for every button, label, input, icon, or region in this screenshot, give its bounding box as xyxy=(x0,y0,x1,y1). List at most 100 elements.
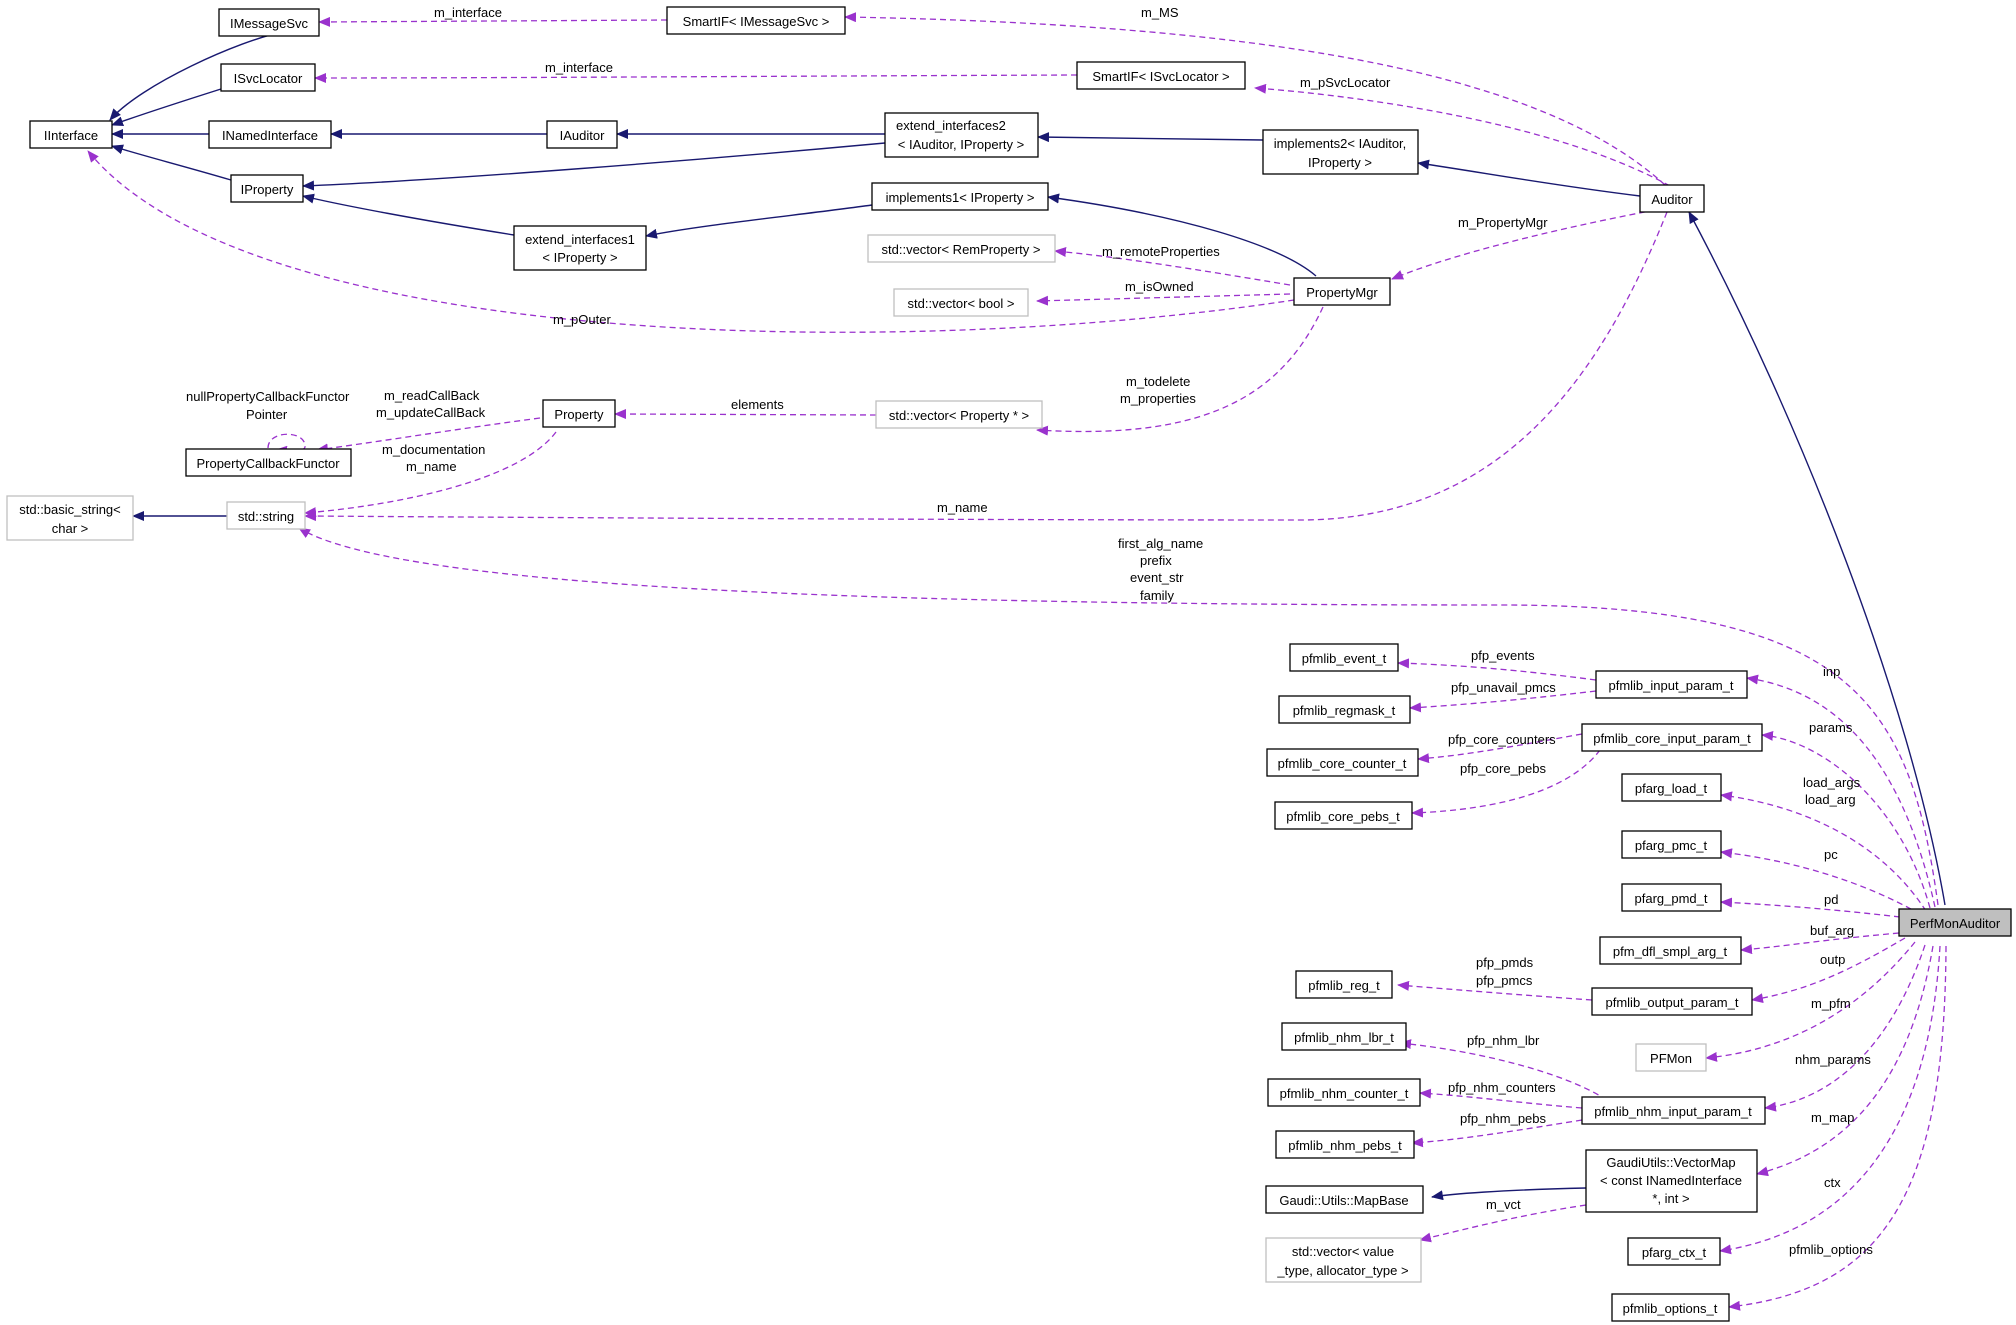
node-label-line1: std::basic_string< xyxy=(19,502,121,517)
node-extend-interfaces1[interactable]: extend_interfaces1 < IProperty > xyxy=(513,225,647,271)
node-pfmlib-output-param-t[interactable]: pfmlib_output_param_t xyxy=(1591,987,1753,1016)
node-pfmlib-core-counter-t[interactable]: pfmlib_core_counter_t xyxy=(1266,748,1419,777)
node-label: std::vector< bool > xyxy=(908,296,1015,311)
label-pfp-pmds: pfp_pmds xyxy=(1476,955,1534,970)
label-m-propertymgr: m_PropertyMgr xyxy=(1458,215,1548,230)
node-auditor[interactable]: Auditor xyxy=(1639,184,1705,213)
node-label: pfmlib_event_t xyxy=(1302,651,1387,666)
edge-iproperty-to-iinterface xyxy=(111,144,232,181)
node-vector-property[interactable]: std::vector< Property * > xyxy=(875,400,1043,429)
node-label-line2: _type, allocator_type > xyxy=(1276,1263,1408,1278)
node-label: pfarg_ctx_t xyxy=(1642,1245,1707,1260)
node-implements2[interactable]: implements2< IAuditor, IProperty > xyxy=(1262,129,1419,175)
node-pfmlib-options-t[interactable]: pfmlib_options_t xyxy=(1611,1293,1730,1322)
node-property[interactable]: Property xyxy=(542,399,616,428)
node-pfmlib-reg-t[interactable]: pfmlib_reg_t xyxy=(1295,970,1393,999)
edge-nhm-input-to-lbr xyxy=(1399,1039,1608,1101)
node-iauditor[interactable]: IAuditor xyxy=(546,120,618,149)
node-gaudiutils-vectormap[interactable]: GaudiUtils::VectorMap < const INamedInte… xyxy=(1585,1149,1758,1213)
node-pfm-dfl-smpl-arg-t[interactable]: pfm_dfl_smpl_arg_t xyxy=(1599,936,1742,965)
node-pfmlib-core-pebs-t[interactable]: pfmlib_core_pebs_t xyxy=(1274,801,1413,830)
edge-propertymgr-to-iinterface xyxy=(87,150,1295,333)
node-extend-interfaces2[interactable]: extend_interfaces2 < IAuditor, IProperty… xyxy=(884,112,1039,158)
node-pfarg-pmc-t[interactable]: pfarg_pmc_t xyxy=(1621,830,1722,859)
node-label: pfmlib_reg_t xyxy=(1308,978,1380,993)
node-basic-string[interactable]: std::basic_string< char > xyxy=(6,495,134,541)
label-m-todelete: m_todelete xyxy=(1126,374,1190,389)
nodes: IMessageSvc ISvcLocator IInterface IName… xyxy=(6,6,2012,1322)
edge-input-param-to-event xyxy=(1397,658,1597,681)
label-pfp-core-counters: pfp_core_counters xyxy=(1448,732,1556,747)
edge-propertymgr-to-implements1 xyxy=(1047,193,1317,277)
label-m-map: m_map xyxy=(1811,1110,1854,1125)
node-label: pfarg_load_t xyxy=(1635,781,1708,796)
edge-perfmon-to-output-param xyxy=(1751,937,1906,1004)
node-gaudi-utils-mapbase[interactable]: Gaudi::Utils::MapBase xyxy=(1265,1185,1424,1214)
label-m-pouter: m_pOuter xyxy=(553,312,611,327)
node-propertymgr[interactable]: PropertyMgr xyxy=(1293,277,1391,306)
node-isvclocator[interactable]: ISvcLocator xyxy=(220,63,316,92)
label-m-interface-msg: m_interface xyxy=(434,5,502,20)
edge-extend2-to-iproperty xyxy=(302,142,886,191)
node-imessagesvc[interactable]: IMessageSvc xyxy=(218,8,320,37)
node-label: IMessageSvc xyxy=(230,16,309,31)
label-family: family xyxy=(1140,588,1174,603)
edge-perfmon-to-ctx xyxy=(1719,945,1941,1255)
node-vector-remproperty[interactable]: std::vector< RemProperty > xyxy=(867,234,1056,263)
edge-auditor-to-propertymgr xyxy=(1391,209,1656,280)
node-perfmonauditor[interactable]: PerfMonAuditor xyxy=(1898,908,2012,937)
node-pfmlib-nhm-pebs-t[interactable]: pfmlib_nhm_pebs_t xyxy=(1275,1130,1415,1159)
node-pfmlib-event-t[interactable]: pfmlib_event_t xyxy=(1289,643,1399,672)
node-propertycallbackfunctor[interactable]: PropertyCallbackFunctor xyxy=(185,448,352,477)
node-label: pfmlib_input_param_t xyxy=(1608,678,1733,693)
edge-auditor-to-string xyxy=(304,211,1668,522)
node-std-string[interactable]: std::string xyxy=(226,501,306,530)
edge-vectormap-to-vector-value xyxy=(1419,1204,1587,1243)
label-load-args: load_args xyxy=(1803,775,1861,790)
edge-core-input-to-core-pebs xyxy=(1411,749,1601,818)
node-label-line2: IProperty > xyxy=(1308,155,1372,170)
edge-core-input-to-core-counter xyxy=(1417,733,1583,764)
label-null-functor-1: nullPropertyCallbackFunctor xyxy=(186,389,350,404)
label-m-vct: m_vct xyxy=(1486,1197,1521,1212)
node-label: INamedInterface xyxy=(222,128,318,143)
label-m-name-1: m_name xyxy=(406,459,457,474)
node-pfarg-ctx-t[interactable]: pfarg_ctx_t xyxy=(1627,1237,1721,1266)
label-inp: inp xyxy=(1823,664,1840,679)
edge-output-param-to-reg xyxy=(1397,980,1593,1001)
node-label: IInterface xyxy=(44,128,98,143)
node-pfmlib-core-input-param-t[interactable]: pfmlib_core_input_param_t xyxy=(1581,723,1763,752)
edge-perfmon-to-options xyxy=(1728,945,1947,1311)
node-label: SmartIF< IMessageSvc > xyxy=(683,14,830,29)
label-first-alg-name: first_alg_name xyxy=(1118,536,1203,551)
edge-implements1-to-extend1 xyxy=(645,204,873,239)
node-label: PFMon xyxy=(1650,1051,1692,1066)
label-pfp-unavail-pmcs: pfp_unavail_pmcs xyxy=(1451,680,1556,695)
node-vector-bool[interactable]: std::vector< bool > xyxy=(893,288,1029,317)
node-pfmon[interactable]: PFMon xyxy=(1635,1043,1707,1072)
label-pfp-pmcs: pfp_pmcs xyxy=(1476,973,1533,988)
node-iinterface[interactable]: IInterface xyxy=(29,120,113,149)
node-pfarg-load-t[interactable]: pfarg_load_t xyxy=(1621,773,1722,802)
node-inamedinterface[interactable]: INamedInterface xyxy=(208,120,332,149)
node-pfarg-pmd-t[interactable]: pfarg_pmd_t xyxy=(1621,883,1722,912)
node-vector-value-type[interactable]: std::vector< value _type, allocator_type… xyxy=(1265,1237,1422,1283)
node-iproperty[interactable]: IProperty xyxy=(230,174,304,203)
node-label-line2: < const INamedInterface xyxy=(1600,1173,1742,1188)
node-label: pfmlib_core_pebs_t xyxy=(1286,809,1400,824)
node-smartif-imessagesvc[interactable]: SmartIF< IMessageSvc > xyxy=(666,6,846,35)
label-elements: elements xyxy=(731,397,784,412)
label-m-interface-svc: m_interface xyxy=(545,60,613,75)
edge-perfmon-to-dfl-smpl xyxy=(1740,932,1900,955)
node-pfmlib-input-param-t[interactable]: pfmlib_input_param_t xyxy=(1595,670,1748,699)
node-pfmlib-nhm-lbr-t[interactable]: pfmlib_nhm_lbr_t xyxy=(1281,1022,1407,1051)
label-m-psvclocator: m_pSvcLocator xyxy=(1300,75,1391,90)
node-pfmlib-regmask-t[interactable]: pfmlib_regmask_t xyxy=(1278,695,1411,724)
node-implements1[interactable]: implements1< IProperty > xyxy=(871,182,1049,211)
label-m-ms: m_MS xyxy=(1141,5,1179,20)
node-pfmlib-nhm-counter-t[interactable]: pfmlib_nhm_counter_t xyxy=(1267,1078,1421,1107)
node-label-line1: GaudiUtils::VectorMap xyxy=(1606,1155,1735,1170)
label-event-str: event_str xyxy=(1130,570,1184,585)
node-pfmlib-nhm-input-param-t[interactable]: pfmlib_nhm_input_param_t xyxy=(1581,1096,1766,1125)
node-smartif-isvclocator[interactable]: SmartIF< ISvcLocator > xyxy=(1076,61,1246,90)
